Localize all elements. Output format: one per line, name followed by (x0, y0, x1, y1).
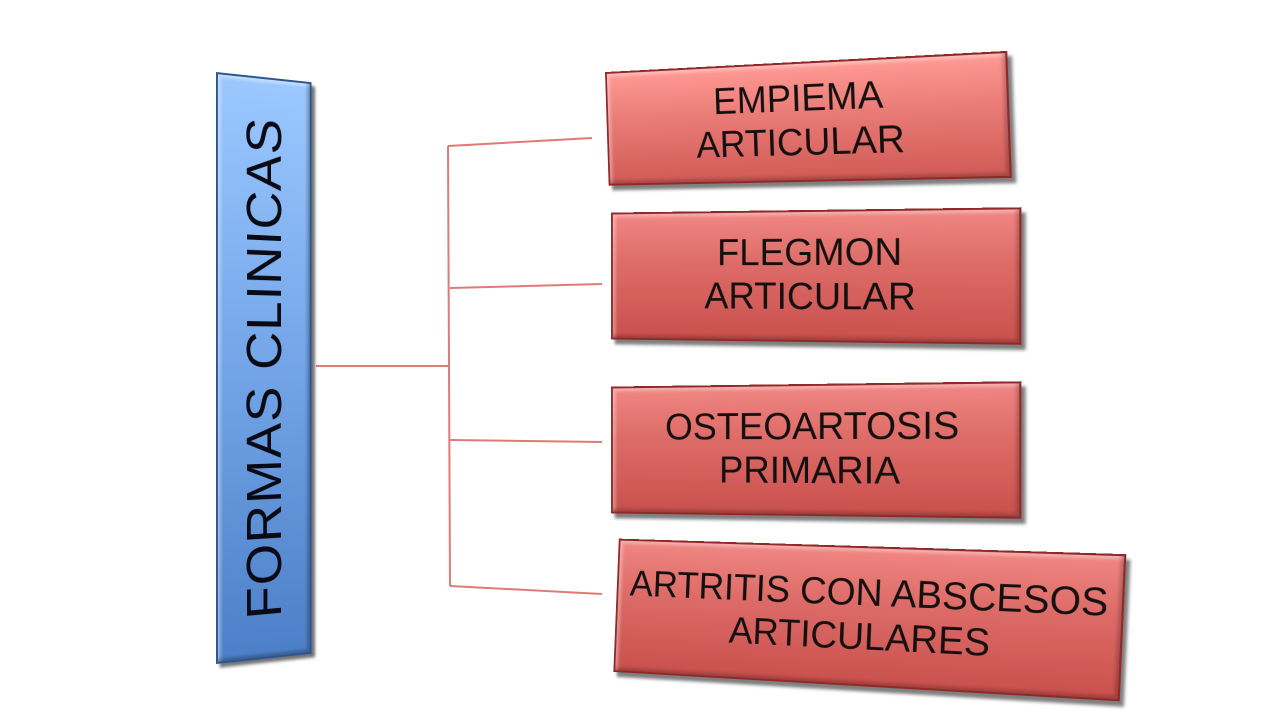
connector-branch-4 (449, 585, 603, 595)
connector-branch-2 (449, 283, 603, 289)
branch-node-label-line1: OSTEOARTOSIS (665, 405, 960, 449)
root-node-formas-clinicas: FORMAS CLINICAS (216, 72, 312, 664)
branch-node-label-line2: PRIMARIA (719, 450, 901, 493)
branch-node-label-line2: ARTICULAR (695, 118, 906, 167)
branch-node-label-line1: FLEGMON (717, 231, 903, 275)
connector-spine (447, 145, 451, 587)
branch-node-label-line2: ARTICULAR (704, 276, 916, 319)
branch-node-empiema-articular: EMPIEMA ARTICULAR (605, 50, 1012, 186)
connector-branch-3 (449, 439, 603, 443)
branch-node-osteoartosis-primaria: OSTEOARTOSIS PRIMARIA (611, 381, 1022, 519)
root-node-label: FORMAS CLINICAS (236, 114, 292, 622)
connector-branch-1 (447, 137, 593, 147)
branch-node-flegmon-articular: FLEGMON ARTICULAR (611, 207, 1022, 345)
branch-node-label-line1: EMPIEMA (712, 74, 884, 124)
